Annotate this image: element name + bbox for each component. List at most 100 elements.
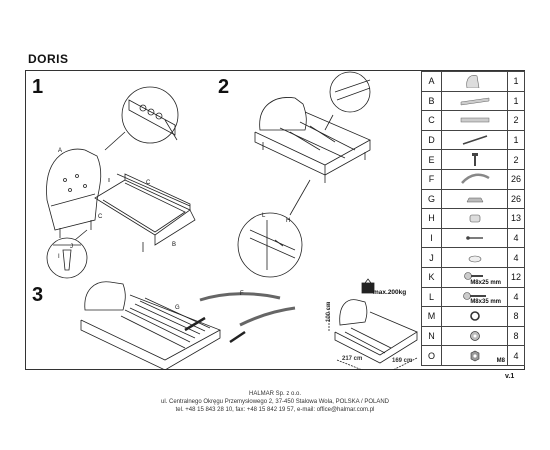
part-letter: E [421, 149, 442, 170]
part-quantity: 1 [507, 129, 525, 151]
part-quantity: 4 [507, 286, 525, 308]
part-spec: M8x25 mm [470, 279, 501, 286]
foot-icon [468, 255, 481, 262]
step3-bed-with-slats [80, 281, 221, 370]
spring-washer-icon [469, 311, 480, 322]
step2-detail-upper [324, 71, 371, 131]
parts-row: K M8x25 mm 12 [421, 266, 525, 288]
callout-h: H [286, 218, 291, 224]
footer-contact: tel. +48 15 843 28 10, fax: +48 15 842 1… [175, 407, 375, 413]
step2-detail-lower [237, 179, 311, 278]
part-illustration-cell [441, 306, 508, 327]
parts-row: F 26 [421, 168, 525, 190]
part-quantity: 4 [507, 227, 525, 249]
part-letter: D [421, 129, 442, 151]
callout-j: J [70, 244, 73, 250]
foot-cap-icon [469, 215, 480, 223]
step1-bed-frame-illustration [46, 148, 196, 252]
step3-slat-parts [184, 292, 296, 344]
bolt-short-icon [463, 272, 483, 281]
callout-i: I [58, 254, 60, 260]
part-illustration-cell [441, 110, 508, 131]
part-letter: O [421, 345, 442, 366]
part-illustration-cell [441, 129, 508, 151]
part-quantity: 2 [507, 110, 525, 131]
version-label: v.1 [505, 373, 515, 380]
frame-rail-icon [460, 97, 489, 106]
part-illustration-cell: M8 [441, 345, 508, 366]
parts-row: L M8x35 mm 4 [421, 286, 525, 308]
part-illustration-cell [441, 227, 508, 249]
part-illustration-cell [441, 208, 508, 229]
side-rail-icon [460, 118, 489, 123]
metal-bar-icon [462, 135, 487, 145]
part-letter: K [421, 266, 442, 288]
part-letter: L [421, 286, 442, 308]
part-letter: G [421, 188, 442, 210]
part-illustration-cell [441, 149, 508, 170]
footer-company: HALMAR Sp. z o.o. [248, 391, 302, 397]
step3-finished-bed [328, 299, 418, 370]
part-letter: J [421, 247, 442, 268]
pin-icon [465, 236, 483, 240]
part-quantity: 2 [507, 149, 525, 170]
part-illustration-cell [441, 71, 508, 92]
headboard-icon [465, 75, 479, 89]
support-leg-icon [471, 152, 478, 166]
part-letter: N [421, 325, 442, 347]
part-illustration-cell [441, 188, 508, 210]
step1-detail-upper [104, 86, 179, 151]
callout-f: F [240, 291, 244, 297]
part-spec: M8 [496, 357, 505, 364]
step2-frame-with-slats [254, 97, 371, 183]
part-quantity: 8 [507, 325, 525, 347]
part-letter: M [421, 306, 442, 327]
part-quantity: 4 [507, 345, 525, 366]
step-number-1: 1 [32, 76, 44, 98]
part-quantity: 12 [507, 266, 525, 288]
washer-icon [469, 331, 480, 341]
part-quantity: 1 [507, 71, 525, 92]
part-illustration-cell: M8x25 mm [441, 266, 508, 288]
dimension-height: 100 cm [326, 301, 332, 322]
part-letter: I [421, 227, 442, 249]
hex-nut-icon [470, 350, 479, 361]
part-illustration-cell [441, 90, 508, 112]
part-letter: F [421, 168, 442, 190]
part-quantity: 8 [507, 306, 525, 327]
callout-g: G [175, 305, 180, 311]
callout-l: L [262, 213, 266, 219]
part-letter: A [421, 71, 442, 92]
part-spec: M8x35 mm [470, 299, 501, 306]
part-quantity: 26 [507, 168, 525, 190]
part-letter: C [421, 110, 442, 131]
callout-c2: C [98, 214, 103, 220]
instruction-frame [25, 70, 525, 370]
slat-holder-icon [466, 197, 483, 203]
step-number-3: 3 [32, 284, 44, 306]
part-quantity: 26 [507, 188, 525, 210]
assembly-drawings [46, 71, 418, 370]
bolt-long-icon [462, 292, 486, 300]
callout-c: C [146, 180, 151, 186]
callout-a: A [58, 148, 63, 154]
part-quantity: 13 [507, 208, 525, 229]
weight-icon [361, 278, 375, 294]
max-weight-label: max.200kg [373, 289, 407, 296]
part-illustration-cell [441, 168, 508, 190]
callout-b: B [172, 242, 177, 248]
slat-icon [460, 173, 490, 185]
part-quantity: 1 [507, 90, 525, 112]
part-illustration-cell: M8x35 mm [441, 286, 508, 308]
